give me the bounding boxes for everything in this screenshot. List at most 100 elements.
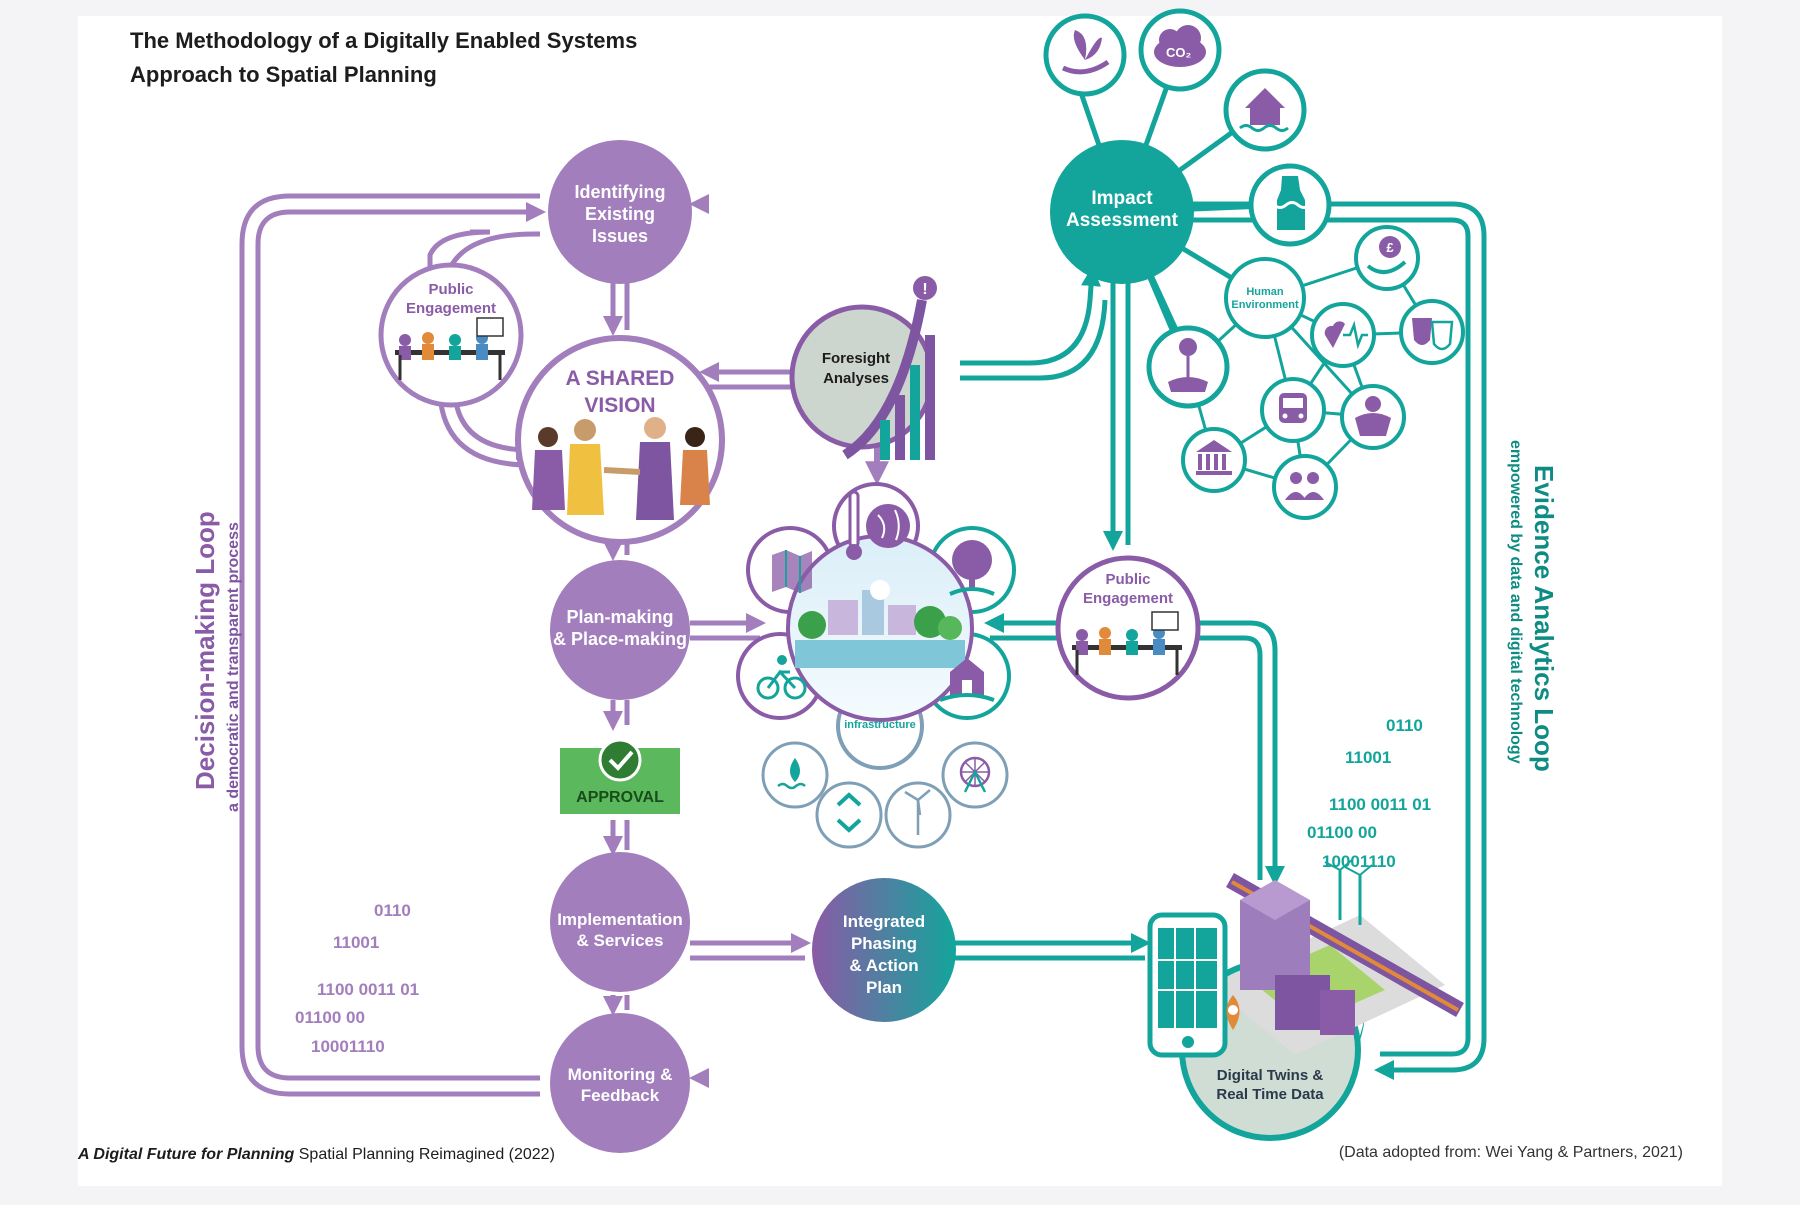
footer-citation: A Digital Future for Planning Spatial Pl… — [77, 1146, 555, 1163]
implementation-connector — [690, 933, 1151, 961]
monitoring-line-1: Monitoring & — [568, 1065, 673, 1084]
water-drop-icon — [777, 758, 806, 790]
footer-rest: Spatial Planning Reimagined (2022) — [294, 1146, 555, 1163]
footer-italic: A Digital Future for Planning — [77, 1146, 295, 1163]
integrated-line-4: Plan — [866, 978, 902, 997]
public-engagement-right-node: Public Engagement — [1055, 555, 1201, 701]
relax-person-icon — [1340, 384, 1406, 450]
binary-left-2: 11001 — [333, 933, 379, 952]
svg-text:!: ! — [922, 281, 927, 298]
monitoring-node: Monitoring & Feedback — [550, 1013, 690, 1153]
page-title-line-2: Approach to Spatial Planning — [130, 62, 437, 87]
footer-source: (Data adopted from: Wei Yang & Partners,… — [1339, 1144, 1683, 1161]
evidence-loop-label: Evidence Analytics Loop empowered by dat… — [1507, 440, 1559, 772]
public-right-line-2: Engagement — [1083, 590, 1173, 607]
tree-icon — [949, 540, 995, 596]
implementation-node: Implementation & Services — [550, 852, 690, 992]
integrated-phasing-node: Integrated Phasing & Action Plan — [812, 878, 956, 1022]
pound-hand-icon: £ — [1354, 225, 1420, 291]
svg-text:£: £ — [1386, 240, 1394, 255]
church-icon — [939, 658, 995, 702]
binary-left-1: 0110 — [374, 901, 411, 920]
water-bottle-icon — [1248, 163, 1332, 247]
digital-twins-line-1: Digital Twins & — [1217, 1067, 1324, 1084]
plan-making-line-2: & Place-making — [553, 629, 687, 649]
identifying-line-2: Existing — [585, 204, 655, 224]
binary-right-1: 0110 — [1386, 716, 1423, 735]
recycle-icon — [836, 792, 862, 833]
binary-right-4: 01100 00 — [1307, 823, 1377, 842]
binary-right-2: 11001 — [1345, 748, 1391, 767]
implementation-line-1: Implementation — [557, 910, 683, 929]
flood-house-icon — [1223, 68, 1307, 152]
integrated-line-1: Integrated — [843, 912, 925, 931]
integrated-line-3: & Action — [849, 956, 918, 975]
top-connector — [689, 194, 1055, 223]
growth-chart-icon: ! — [842, 276, 937, 460]
monitoring-line-2: Feedback — [581, 1086, 660, 1105]
evidence-loop-title: Evidence Analytics Loop — [1529, 465, 1559, 772]
bottom-connector — [689, 1068, 1190, 1097]
foresight-line-2: Analyses — [823, 370, 889, 387]
city-landscape-icon — [795, 580, 965, 668]
foresight-line-1: Foresight — [822, 350, 890, 367]
meeting-people-icon — [1072, 611, 1182, 675]
wind-turbine-icon — [904, 789, 931, 835]
binary-left: 0110 11001 1100 0011 01 01100 00 1000111… — [295, 901, 419, 1056]
impact-assessment-node: Impact Assessment — [1050, 140, 1194, 284]
identifying-issues-node: Identifying Existing Issues — [548, 140, 692, 284]
planning-cluster: infrastructure — [736, 482, 1016, 849]
shared-vision-line-2: VISION — [584, 394, 655, 417]
flower-roots-icon — [1146, 325, 1230, 409]
meeting-people-icon — [395, 317, 505, 380]
evidence-loop-subtitle: empowered by data and digital technology — [1507, 440, 1524, 764]
heart-pulse-icon — [1310, 302, 1376, 368]
evidence-loop-track — [960, 201, 1487, 1080]
plan-making-node: Plan-making & Place-making — [550, 560, 690, 700]
implementation-line-2: & Services — [577, 931, 664, 950]
approval-label: APPROVAL — [576, 789, 664, 806]
people-handshake-icon — [532, 417, 710, 520]
binary-right-3: 1100 0011 01 — [1329, 795, 1431, 814]
plant-hand-icon — [1043, 13, 1127, 97]
shared-vision-line-1: A SHARED — [566, 367, 675, 390]
public-left-line-2: Engagement — [406, 300, 496, 317]
bicycle-icon — [756, 655, 807, 700]
map-icon — [772, 550, 812, 593]
digital-twins-node: Digital Twins & Real Time Data — [1147, 859, 1464, 1141]
foresight-analyses-node: Foresight Analyses ! — [789, 276, 937, 460]
impact-assessment-line-2: Assessment — [1066, 210, 1179, 231]
binary-left-4: 01100 00 — [295, 1008, 365, 1027]
human-environment-line-1: Human — [1246, 286, 1284, 298]
binary-left-5: 10001110 — [311, 1037, 385, 1056]
decision-loop-track — [239, 193, 546, 1097]
human-environment-node: Human Environment — [1224, 257, 1306, 339]
infrastructure-label: infrastructure — [844, 719, 916, 731]
ferris-wheel-icon — [959, 756, 991, 793]
museum-icon — [1181, 427, 1247, 493]
impact-icon-nodes: CO₂ Human Environment £ — [1043, 8, 1465, 520]
public-left-line-1: Public — [428, 281, 473, 298]
thermometer-icon — [846, 490, 862, 560]
theatre-masks-icon — [1399, 299, 1465, 365]
integrated-line-2: Phasing — [851, 934, 917, 953]
globe-icon — [866, 504, 910, 548]
smart-city-icon — [1210, 859, 1464, 1055]
bus-icon — [1260, 377, 1326, 443]
identifying-line-1: Identifying — [575, 182, 666, 202]
page-title-line-1: The Methodology of a Digitally Enabled S… — [130, 28, 637, 53]
svg-text:CO₂: CO₂ — [1166, 45, 1192, 60]
binary-right: 0110 11001 1100 0011 01 01100 00 1000111… — [1307, 716, 1431, 871]
plan-making-line-1: Plan-making — [566, 607, 673, 627]
approval-badge: APPROVAL — [560, 738, 680, 814]
binary-left-3: 1100 0011 01 — [317, 980, 419, 999]
decision-loop-title: Decision-making Loop — [190, 511, 220, 790]
digital-twins-line-2: Real Time Data — [1216, 1086, 1324, 1103]
decision-loop-subtitle: a democratic and transparent process — [225, 522, 242, 812]
community-icon — [1272, 454, 1338, 520]
binary-right-5: 10001110 — [1322, 852, 1396, 871]
co2-cloud-icon: CO₂ — [1138, 8, 1222, 92]
identifying-line-3: Issues — [592, 226, 648, 246]
